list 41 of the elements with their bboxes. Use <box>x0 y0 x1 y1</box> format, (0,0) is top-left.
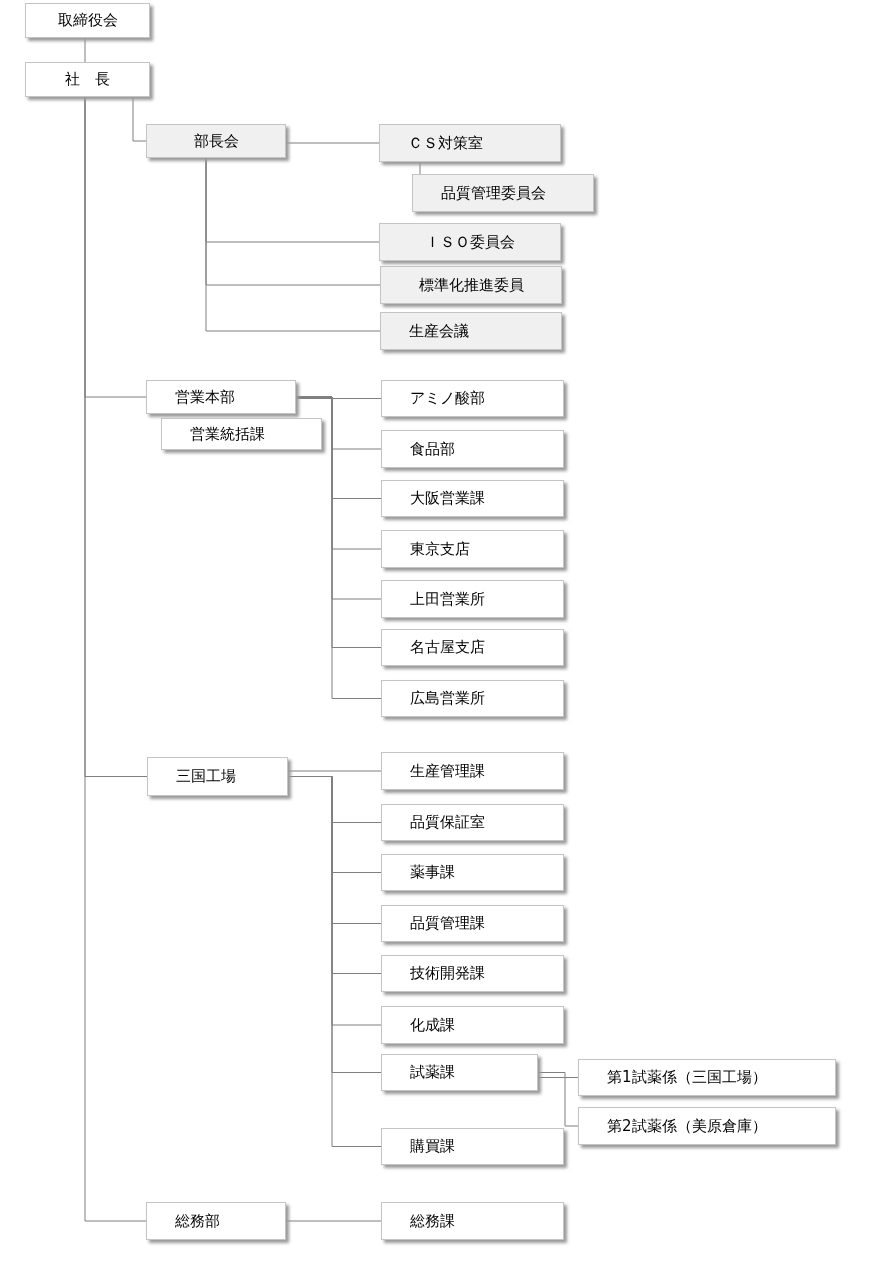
org-box: ＣＳ対策室 <box>379 124 561 162</box>
connector-line <box>84 96 147 1222</box>
org-box: 総務課 <box>381 1202 564 1240</box>
org-box: 購買課 <box>381 1128 564 1165</box>
connector-line <box>419 161 421 175</box>
connector-line <box>537 1077 579 1078</box>
connector-line <box>84 37 86 63</box>
org-box: 薬事課 <box>381 854 564 891</box>
org-box: 社 長 <box>25 62 150 97</box>
org-box: 東京支店 <box>381 530 564 568</box>
org-box: 生産会議 <box>380 312 562 350</box>
org-box: 食品部 <box>381 430 564 468</box>
org-box: 総務部 <box>146 1202 286 1240</box>
connector-line <box>205 157 381 332</box>
org-box: 大阪営業課 <box>381 480 564 517</box>
org-box: 三国工場 <box>147 757 288 796</box>
org-box: ＩＳＯ委員会 <box>379 223 561 261</box>
org-box: 第1試薬係（三国工場） <box>578 1059 836 1096</box>
org-box: アミノ酸部 <box>381 380 564 417</box>
org-box: 標準化推進委員 <box>380 266 562 304</box>
org-box: 技術開発課 <box>381 955 564 992</box>
org-box: 営業本部 <box>146 380 296 414</box>
org-box: 名古屋支店 <box>381 629 564 666</box>
org-box: 部長会 <box>146 124 286 158</box>
org-box: 品質保証室 <box>381 804 564 841</box>
org-box: 広島営業所 <box>381 680 564 717</box>
org-box: 生産管理課 <box>381 752 564 790</box>
org-box: 上田営業所 <box>381 580 564 618</box>
connector-line <box>285 1220 382 1222</box>
org-box: 品質管理課 <box>381 905 564 942</box>
org-box: 試薬課 <box>381 1054 538 1091</box>
connector-line <box>537 1072 579 1127</box>
org-box: 取締役会 <box>25 3 150 38</box>
org-box: 営業統括課 <box>161 418 322 450</box>
org-box: 第2試薬係（美原倉庫） <box>578 1107 836 1145</box>
connector-line <box>287 770 382 772</box>
org-box: 化成課 <box>381 1006 564 1044</box>
connector-line <box>132 96 147 142</box>
org-box: 品質管理委員会 <box>412 174 594 212</box>
connector-line <box>285 142 380 144</box>
connector-line <box>295 398 382 399</box>
